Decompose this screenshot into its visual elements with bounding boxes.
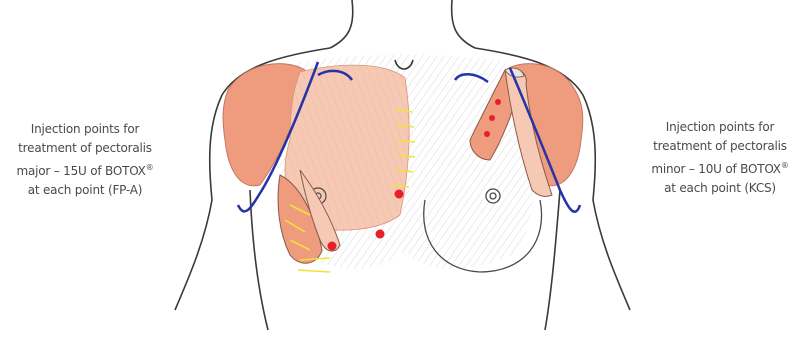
injection-point bbox=[395, 190, 404, 199]
injection-point bbox=[484, 131, 490, 137]
injection-point bbox=[376, 230, 385, 239]
injection-point bbox=[489, 115, 495, 121]
injection-point bbox=[328, 242, 337, 251]
neck-outline bbox=[330, 0, 475, 48]
injection-point bbox=[495, 99, 501, 105]
